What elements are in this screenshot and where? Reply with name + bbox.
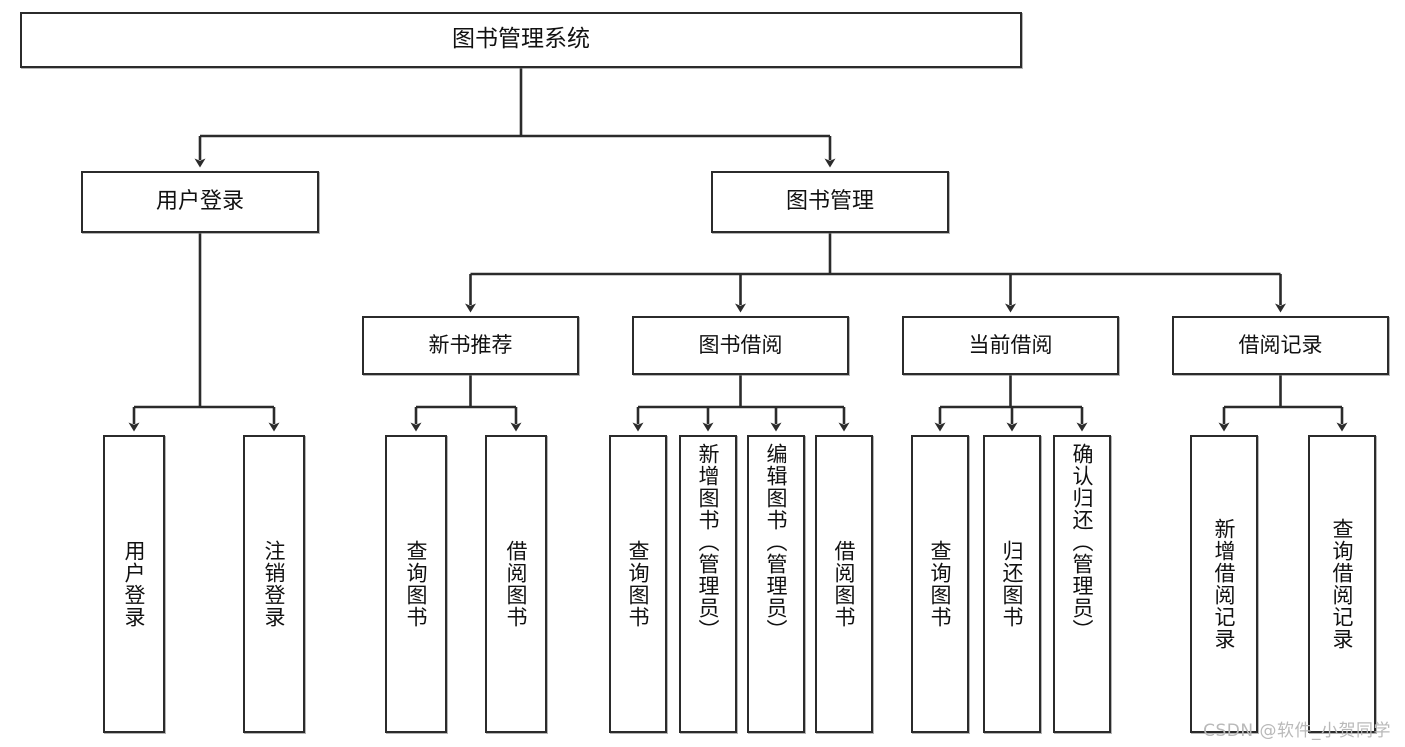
node-label: 查询图书	[626, 540, 651, 628]
node-root[interactable]: 图书管理系统	[20, 12, 1022, 68]
node-label: 新书推荐	[428, 333, 513, 358]
node-label: 图书借阅	[698, 333, 783, 358]
node-label: 确认归还（管理员）	[1070, 443, 1095, 641]
node-leaf-user-logout[interactable]: 注销登录	[243, 435, 305, 733]
node-label: 借阅记录	[1238, 333, 1323, 358]
node-new-book-rec[interactable]: 新书推荐	[362, 316, 579, 375]
node-leaf-rec-search[interactable]: 查询借阅记录	[1308, 435, 1376, 733]
node-leaf-borrow-add[interactable]: 新增图书（管理员）	[679, 435, 737, 733]
node-label: 注销登录	[262, 540, 287, 628]
node-current-borrow[interactable]: 当前借阅	[902, 316, 1119, 375]
node-label: 查询图书	[928, 540, 953, 628]
node-label: 新增借阅记录	[1212, 518, 1237, 650]
node-label: 当前借阅	[968, 333, 1053, 358]
node-label: 借阅图书	[504, 540, 529, 628]
node-leaf-user-login[interactable]: 用户登录	[103, 435, 165, 733]
node-label: 查询借阅记录	[1330, 518, 1355, 650]
node-label: 用户登录	[122, 540, 147, 628]
node-leaf-borrow-lend[interactable]: 借阅图书	[815, 435, 873, 733]
node-leaf-cur-confirm[interactable]: 确认归还（管理员）	[1053, 435, 1111, 733]
node-label: 用户登录	[155, 189, 244, 215]
node-borrow-record[interactable]: 借阅记录	[1172, 316, 1389, 375]
node-book-borrow[interactable]: 图书借阅	[632, 316, 849, 375]
node-label: 借阅图书	[832, 540, 857, 628]
node-label: 图书管理	[785, 189, 874, 215]
node-label: 归还图书	[1000, 540, 1025, 628]
node-user-login[interactable]: 用户登录	[81, 171, 319, 233]
node-label: 编辑图书（管理员）	[764, 443, 789, 641]
node-leaf-cur-return[interactable]: 归还图书	[983, 435, 1041, 733]
node-leaf-rec-borrow[interactable]: 借阅图书	[485, 435, 547, 733]
node-leaf-borrow-edit[interactable]: 编辑图书（管理员）	[747, 435, 805, 733]
node-leaf-cur-query[interactable]: 查询图书	[911, 435, 969, 733]
node-label: 查询图书	[404, 540, 429, 628]
node-leaf-rec-query[interactable]: 查询图书	[385, 435, 447, 733]
node-label: 图书管理系统	[452, 26, 590, 53]
node-label: 新增图书（管理员）	[696, 443, 721, 641]
node-leaf-borrow-query[interactable]: 查询图书	[609, 435, 667, 733]
node-leaf-rec-add[interactable]: 新增借阅记录	[1190, 435, 1258, 733]
node-book-manage[interactable]: 图书管理	[711, 171, 949, 233]
